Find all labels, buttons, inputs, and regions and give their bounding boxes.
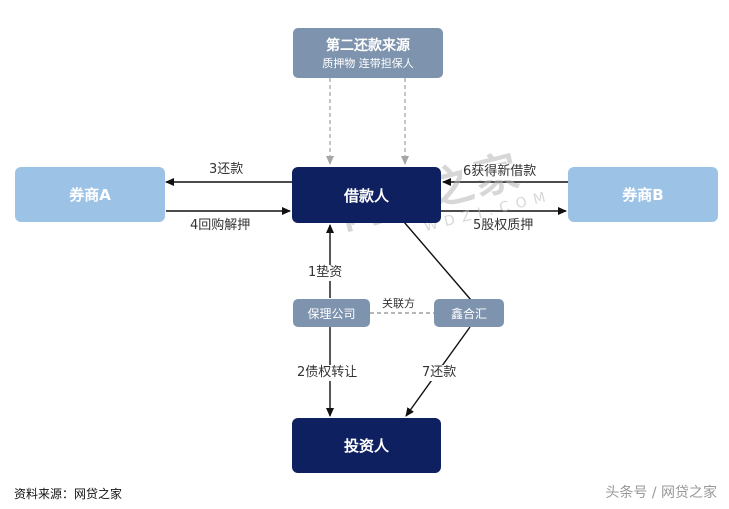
broker-b-label: 券商B bbox=[622, 186, 664, 204]
source-note: 资料来源：网贷之家 bbox=[14, 487, 123, 501]
edge-label-7: 7还款 bbox=[421, 365, 458, 381]
xinhehui-label: 鑫合汇 bbox=[450, 306, 487, 321]
broker-a-box: 券商A bbox=[15, 167, 165, 222]
edge-label-4: 4回购解押 bbox=[189, 218, 252, 234]
broker-b-box: 券商B bbox=[568, 167, 718, 222]
edge-label-5: 5股权质押 bbox=[472, 218, 535, 234]
investor-box: 投资人 bbox=[292, 418, 441, 473]
brand-watermark: 头条号 / 网贷之家 bbox=[605, 485, 717, 501]
edge-label-related: 关联方 bbox=[381, 296, 416, 312]
guarantee-company-label: 保理公司 bbox=[307, 306, 356, 321]
edge-label-3: 3还款 bbox=[208, 162, 245, 178]
edge-label-6: 6获得新借款 bbox=[462, 164, 538, 180]
borrower-label: 借款人 bbox=[343, 186, 389, 205]
xinhehui-box: 鑫合汇 bbox=[434, 299, 504, 327]
edge-label-1: 1垫资 bbox=[307, 265, 344, 281]
second-source-title: 第二还款来源 bbox=[326, 38, 410, 54]
edge-label-2: 2债权转让 bbox=[296, 365, 359, 381]
investor-label: 投资人 bbox=[343, 437, 389, 455]
borrower-box: 借款人 bbox=[292, 167, 441, 223]
second-source-subtitle: 质押物 连带担保人 bbox=[322, 57, 414, 70]
broker-a-label: 券商A bbox=[69, 186, 111, 204]
line-borrower-xinhehui bbox=[403, 221, 472, 301]
second-repayment-source-box: 第二还款来源 质押物 连带担保人 bbox=[293, 28, 443, 78]
guarantee-company-box: 保理公司 bbox=[293, 299, 370, 327]
